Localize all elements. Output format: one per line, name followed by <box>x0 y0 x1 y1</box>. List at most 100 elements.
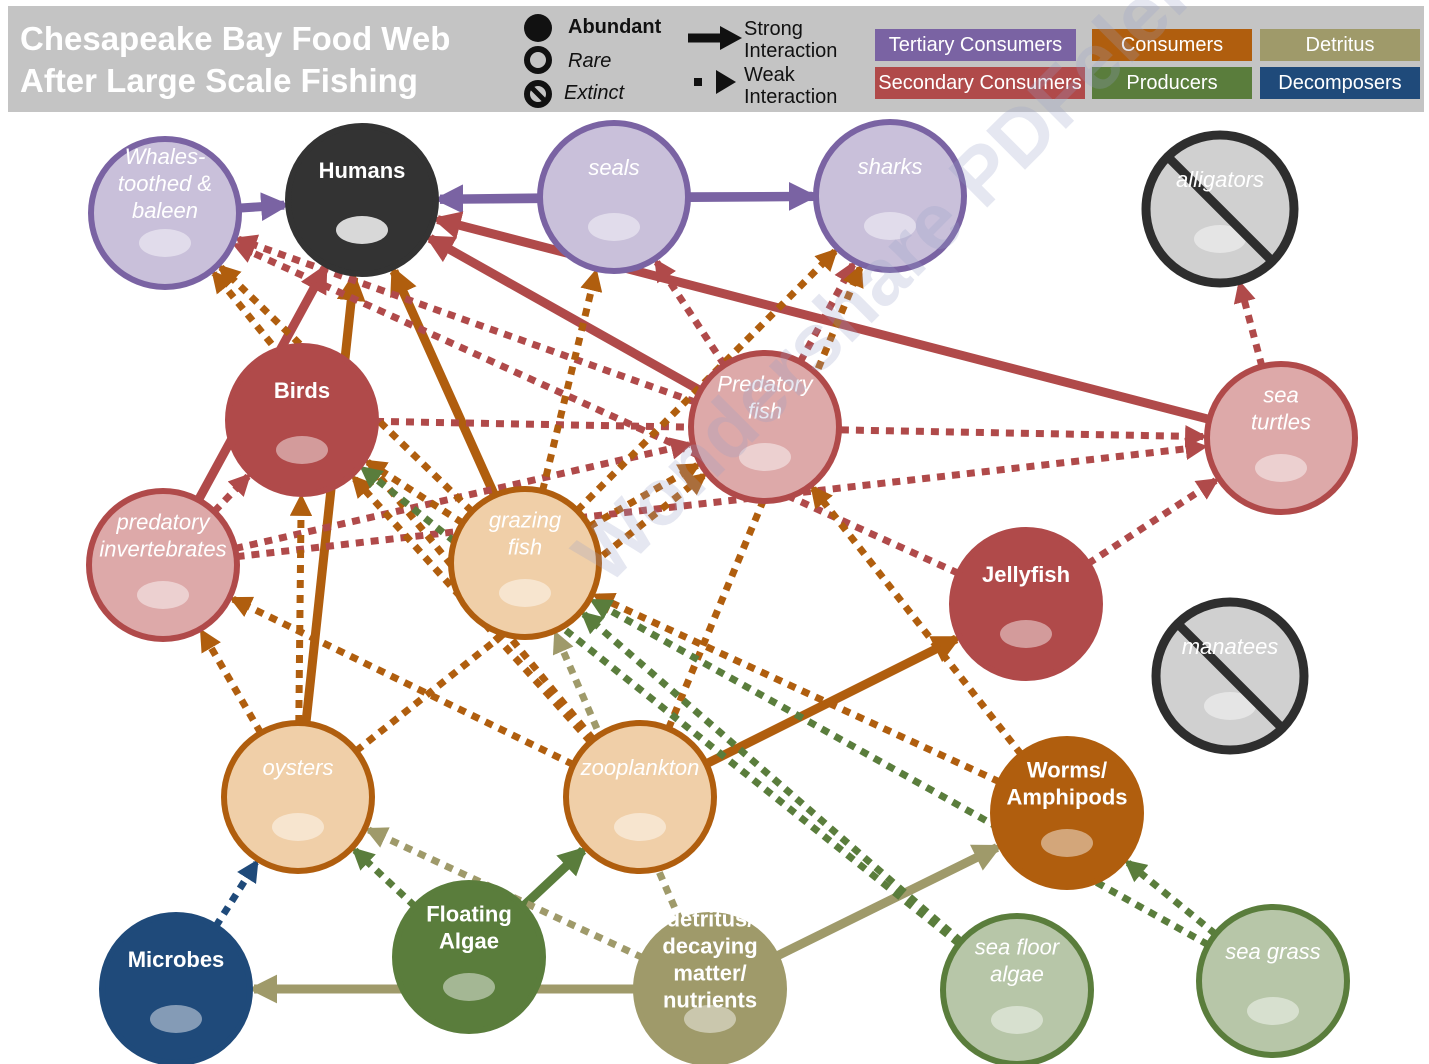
extinct-symbol-icon <box>524 80 552 108</box>
category-producers: Producers <box>1092 67 1252 99</box>
bird-icon <box>276 436 328 464</box>
node-label-predfish: fish <box>748 399 782 424</box>
node-label-whales: Whales- <box>125 144 206 169</box>
arrow-algae-to-zoo <box>519 846 588 910</box>
legend-strong: Strong Interaction <box>744 18 838 62</box>
shark-icon <box>864 212 916 240</box>
node-label-sharks: sharks <box>858 154 923 179</box>
legend-rare: Rare <box>568 50 612 72</box>
worm-icon <box>1041 829 1093 857</box>
node-label-humans: Humans <box>319 158 406 183</box>
arrow-grazing-to-whales <box>217 264 475 514</box>
legend-abundant: Abundant <box>568 16 662 38</box>
node-birds: Birds <box>225 343 379 497</box>
node-microbes: Microbes <box>99 912 253 1064</box>
arrow-predfish-to-whales <box>234 234 697 406</box>
node-label-seafloor: sea floor <box>975 935 1061 960</box>
node-label-whales: baleen <box>132 198 198 223</box>
arrow-oysters-to-predinv <box>199 628 264 735</box>
node-seals: seals <box>537 120 691 274</box>
node-label-zoo: zooplankton <box>580 755 700 780</box>
arrow-worms-to-predfish <box>810 484 1025 757</box>
abundant-symbol-icon <box>524 14 552 42</box>
turtle-icon <box>1255 454 1307 482</box>
category-tertiary-consumers: Tertiary Consumers <box>875 29 1076 61</box>
weak-arrow-icon <box>694 70 736 94</box>
node-whales: Whales-toothed &baleen <box>88 136 242 290</box>
node-label-seals: seals <box>588 155 639 180</box>
seal-icon <box>588 213 640 241</box>
interaction-legend-icons <box>688 26 742 94</box>
arrow-jelly-to-turtles <box>1086 477 1220 567</box>
arrow-detritus-to-worms <box>774 843 1003 961</box>
node-label-seafloor: algae <box>990 962 1044 987</box>
node-label-detritus: detritus/ <box>667 907 754 932</box>
node-label-detritus: decaying <box>662 934 757 959</box>
node-label-grazing: fish <box>508 535 542 560</box>
arrow-oysters-to-humans <box>301 271 366 724</box>
arrow-microbes-to-oysters <box>212 859 260 929</box>
legend-extinct: Extinct <box>564 82 625 104</box>
node-alligators: alligators <box>1141 130 1299 288</box>
arrow-seagrass-to-grazing <box>589 597 1211 948</box>
title-line-1: Chesapeake Bay Food Web <box>20 20 451 57</box>
arrow-predfish-to-seals <box>653 258 728 368</box>
fish-icon <box>499 579 551 607</box>
detritus-icon <box>684 1005 736 1033</box>
arrow-turtles-to-alligators <box>1233 280 1266 368</box>
seaweed-icon <box>991 1006 1043 1034</box>
node-label-predfish: Predatory <box>717 372 814 397</box>
human-icon <box>336 216 388 244</box>
arrow-predfish-to-humans <box>424 234 703 395</box>
arrow-grazing-to-seals <box>539 268 603 492</box>
node-label-algae: Algae <box>439 929 499 954</box>
node-zoo: zooplankton <box>563 720 717 874</box>
legend-weak: Weak Interaction <box>744 64 838 108</box>
node-manatees: manatees <box>1151 597 1309 755</box>
node-label-predinv: invertebrates <box>99 537 226 562</box>
node-label-microbes: Microbes <box>128 947 225 972</box>
node-label-grazing: grazing <box>489 508 562 533</box>
node-label-detritus: matter/ <box>673 961 746 986</box>
arrow-zoo-to-predinv <box>229 595 575 768</box>
category-secondary-consumers: Secondary Consumers <box>875 67 1085 99</box>
seagrass-icon <box>1247 997 1299 1025</box>
node-label-jelly: Jellyfish <box>982 562 1070 587</box>
arrow-oysters-to-birds <box>289 493 313 724</box>
oyster-icon <box>272 813 324 841</box>
extinct-slash-icon <box>1166 155 1274 263</box>
node-label-birds: Birds <box>274 378 330 403</box>
arrow-predinv-to-predfish <box>234 437 694 552</box>
node-label-detritus: nutrients <box>663 988 757 1013</box>
node-label-alligators: alligators <box>1176 167 1264 192</box>
arrow-birds-to-turtles <box>375 417 1208 448</box>
node-label-oysters: oysters <box>263 755 334 780</box>
crab-icon <box>137 581 189 609</box>
zooplankton-icon <box>614 813 666 841</box>
arrow-seagrass-to-worms <box>1123 859 1218 937</box>
arrow-algae-to-oysters <box>351 847 418 909</box>
arrow-whales-to-humans <box>238 192 290 222</box>
jellyfish-icon <box>1000 620 1052 648</box>
status-legend-icons <box>524 14 552 108</box>
arrow-predinv-to-birds <box>211 473 252 515</box>
arrow-predinv-to-turtles <box>236 437 1208 561</box>
arrow-jelly-to-whales <box>231 242 961 577</box>
fish-icon <box>739 443 791 471</box>
node-humans: Humans <box>285 123 439 277</box>
arrow-grazing-to-humans <box>389 265 499 498</box>
extinct-slash-icon <box>1176 622 1284 730</box>
rare-symbol-icon <box>524 46 552 74</box>
node-label-seagrass: sea grass <box>1225 939 1320 964</box>
node-sharks: sharks <box>813 119 967 273</box>
node-label-manatees: manatees <box>1182 634 1279 659</box>
node-oysters: oysters <box>221 720 375 874</box>
node-label-worms: Worms/ <box>1027 758 1107 783</box>
